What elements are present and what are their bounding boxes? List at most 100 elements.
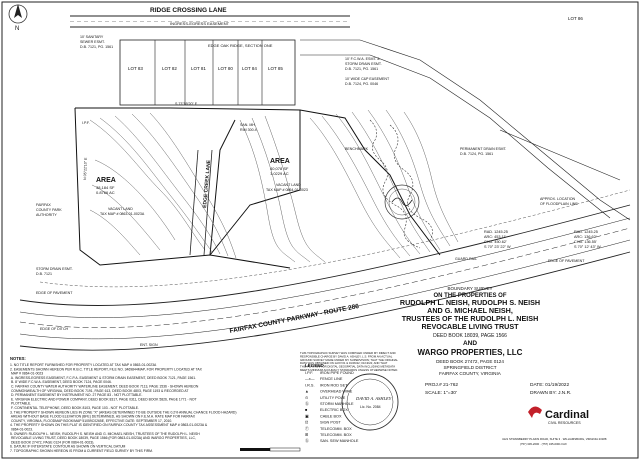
- title-deed: DEED BOOK 27472, PAGE 0124: [436, 359, 504, 364]
- note-line: MAP # 0864-01-0023: [10, 372, 43, 376]
- curve-value: S 70° 23' 22" W: [484, 245, 511, 249]
- left-label: D.B. 7121, PG. 1561: [80, 45, 113, 49]
- note-line: 0864-01-0023.: [10, 428, 33, 432]
- cardinal-logo: Cardinal CIVIL RESOURCES 4121 STRAWBERRY…: [502, 406, 607, 446]
- title-line: TRUSTEES OF THE RUDOLPH L. NEISH: [402, 314, 539, 323]
- misc-label: BENCHMARK: [345, 147, 369, 151]
- statement-line: MEETS MINIMUM ACCURACY STANDARDS UNLESS …: [300, 368, 398, 372]
- note-line: E. VIRGINIA ELECTRIC AND POWER COMPANY, …: [10, 397, 197, 401]
- misc-labels: SAN. MH RIM 300.4 N 05°22'10" E S 73°55'…: [82, 102, 369, 180]
- note-line: 4. THE PROPERTY SHOWN ON THIS PLAT IS ID…: [10, 423, 208, 427]
- right-label: GUARD RAIL: [455, 257, 477, 261]
- statement-line: DATA WAS OBTAINED ON 12/27/21 & 01/06/22…: [300, 361, 388, 365]
- curve-value: ARC: 136.62': [574, 235, 597, 239]
- scale-bar: [240, 447, 301, 452]
- left-label: AUTHORITY: [36, 213, 57, 217]
- lot-label: LOT 82: [162, 66, 177, 71]
- legend-symbol: ■: [305, 408, 308, 412]
- logo-phone: (757) 345-2000 · (757) 345-0001 FAX: [520, 442, 567, 446]
- legend-symbol: I.R.S.: [305, 383, 315, 387]
- area-2: AREA 40,078 SF 1.0229 AC VACANT LAND TAX…: [266, 158, 308, 192]
- note-line: 6. DATUM: IF INTERSTATE CONTOUR AS SHOWN…: [10, 445, 126, 449]
- left-label: SEWER ESMT.: [80, 40, 105, 44]
- curve-value: CHD. 450.62': [484, 240, 507, 244]
- curve-table: RAD. 1245.25 ARC: 453.11' CHD. 450.62' S…: [484, 230, 601, 249]
- misc-label: S 73°55'20" E: [175, 102, 198, 106]
- notes-text: 1. NO TITLE REPORT FURNISHED FOR PROPERT…: [10, 363, 236, 453]
- right-labels: LOT 86 10' F.C.W.A. ESMT. & STORM DRAIN …: [345, 16, 585, 263]
- title-deed: DEED BOOK 18039, PAGE 1566: [433, 333, 507, 339]
- legend-desc: TELECOMM. BOX: [320, 433, 352, 437]
- legend-symbol: Ⓣ: [305, 426, 309, 431]
- legend-desc: SAN. SEW MANHOLE: [320, 439, 359, 443]
- logo-address: 4121 STRAWBERRY PLAINS ROAD, SUITE 3 · W…: [502, 437, 607, 441]
- area-label: AREA: [96, 177, 116, 184]
- legend-desc: TELECOMM. BOX: [320, 427, 352, 431]
- title-line: AND G. MICHAEL NEISH,: [427, 306, 513, 315]
- note-line: 5. OWNER: RUDOLPH L. NEISH, RUDOLPH S. N…: [10, 432, 200, 436]
- left-label: ENT. SIGN: [140, 343, 158, 347]
- left-label: D.B. 7121: [36, 272, 52, 276]
- misc-label: I.P.F.: [82, 121, 90, 125]
- left-label: STORM DRAIN ESMT.: [36, 267, 73, 271]
- edge-creek-lane: EDGE CREEK LANE: [189, 149, 213, 256]
- area-ac: 0.8766 AC: [96, 190, 115, 195]
- lot-row: EDGE OAK RIDGE, SECTION ONE LOT 83 LOT 8…: [119, 39, 296, 106]
- legend-desc: STORM MANHOLE: [320, 402, 354, 406]
- note-line: C. FAIRFAX COUNTY WATER AUTHORITY WATERL…: [10, 385, 199, 389]
- logo-sub: CIVIL RESOURCES: [548, 421, 581, 425]
- title-line: RUDOLPH L. NEISH, RUDOLPH S. NEISH: [400, 298, 540, 307]
- right-label: 10' F.C.W.A. ESMT. &: [345, 57, 380, 61]
- title-heading: BOUNDARY SURVEY: [447, 286, 492, 291]
- legend: LEGEND I.P.F.IRON PIPE FOUND—x—FENCE LIN…: [305, 363, 359, 443]
- cardinal-bird-icon: [528, 406, 542, 418]
- fairfax-county-parkway: [19, 189, 631, 351]
- notes-section: NOTES: 1. NO TITLE REPORT FURNISHED FOR …: [10, 356, 236, 453]
- title-block: BOUNDARY SURVEY ON THE PROPERTIES OF RUD…: [400, 286, 540, 376]
- area-note: VACANT LAND: [276, 183, 301, 187]
- statement-line: GROUND SURVEY MADE UNDER MY SUPERVISION;…: [300, 358, 398, 362]
- street-parkway: FAIRFAX COUNTY PARKWAY - ROUTE 286: [229, 303, 360, 335]
- right-label: APPROX. LOCATION: [540, 197, 575, 201]
- north-arrow-icon: N: [8, 4, 28, 32]
- note-line: REVOCABLE LIVING TRUST, DEED BOOK 18039,…: [10, 436, 196, 440]
- surveyor-statement: THIS TOPOGRAPHIC SURVEY WAS COMPILED UND…: [300, 351, 398, 372]
- lot-label: LOT 84: [242, 66, 257, 71]
- legend-desc: UTILITY POLE: [320, 396, 346, 400]
- lot-label: LOT 80: [218, 66, 233, 71]
- logo-name: Cardinal: [545, 409, 589, 421]
- misc-label: N 05°22'10" E: [83, 157, 88, 180]
- ridge-crossing-lane: RIDGE CROSSING LANE INGRESS-EGRESS EASEM…: [70, 7, 350, 28]
- legend-symbol: ⊙: [305, 396, 308, 400]
- seal-sub: Lic. No. 2084: [360, 405, 381, 409]
- title-line: REVOCABLE LIVING TRUST: [421, 322, 519, 331]
- notes-heading: NOTES:: [10, 356, 26, 361]
- note-line: D. PERMANENT EASEMENT BY INSTRUMENT NO. …: [10, 393, 142, 397]
- area-tax: TAX MAP # 0863-01-0023A: [100, 212, 145, 216]
- left-label: EDGE OF DITCH: [40, 327, 69, 331]
- note-line: COMMONWEALTH OF VIRGINIA, DEED BOOK 7191…: [10, 389, 189, 393]
- note-line: COUNTY, VIRGINIA, FLOODMAP BOOK/MAP 5105…: [10, 419, 172, 423]
- note-line: 3. THE PROPERTY SHOWN HEREON LIES IN ZON…: [10, 410, 236, 414]
- street-ridge-crossing: RIDGE CROSSING LANE: [150, 7, 227, 14]
- right-label: D.B. 7124, PG. 0046: [345, 82, 378, 86]
- curve-value: S 70° 12' 43" W: [574, 245, 601, 249]
- right-label: LOT 86: [568, 16, 583, 21]
- area-tax: TAX MAP # 0864-01-0023: [266, 188, 308, 192]
- legend-symbol: ▣: [305, 414, 309, 418]
- proj-number: PROJ.# 21-762: [425, 382, 458, 388]
- note-line: 7. TOPOGRAPHIC SHOWN HEREON IS FROM A CU…: [10, 449, 153, 453]
- note-line: PLOTTABLE.: [10, 402, 31, 406]
- legend-symbol: ⊡: [305, 421, 308, 425]
- legend-symbol: ⊞: [305, 433, 308, 437]
- right-label: OF FLOODPLAIN LINE: [540, 202, 578, 206]
- note-line: DEED BOOK 27472, PAGE 0124 (FOR 0864-01-…: [10, 440, 94, 444]
- note-line: AREAS WITHOUT BASE FLOOD ELEVATION (BFE)…: [10, 415, 196, 419]
- note-line: B. 8' WIDE F.C.W.A. EASEMENT, DEED BOOK …: [10, 380, 112, 384]
- legend-symbol: Ⓢ: [305, 438, 309, 443]
- proj-drawn: DRAWN BY: J.N.R.: [530, 390, 571, 396]
- note-line: F. CONTINENTAL TELEPHONE, DEED BOOK 8103…: [10, 406, 139, 410]
